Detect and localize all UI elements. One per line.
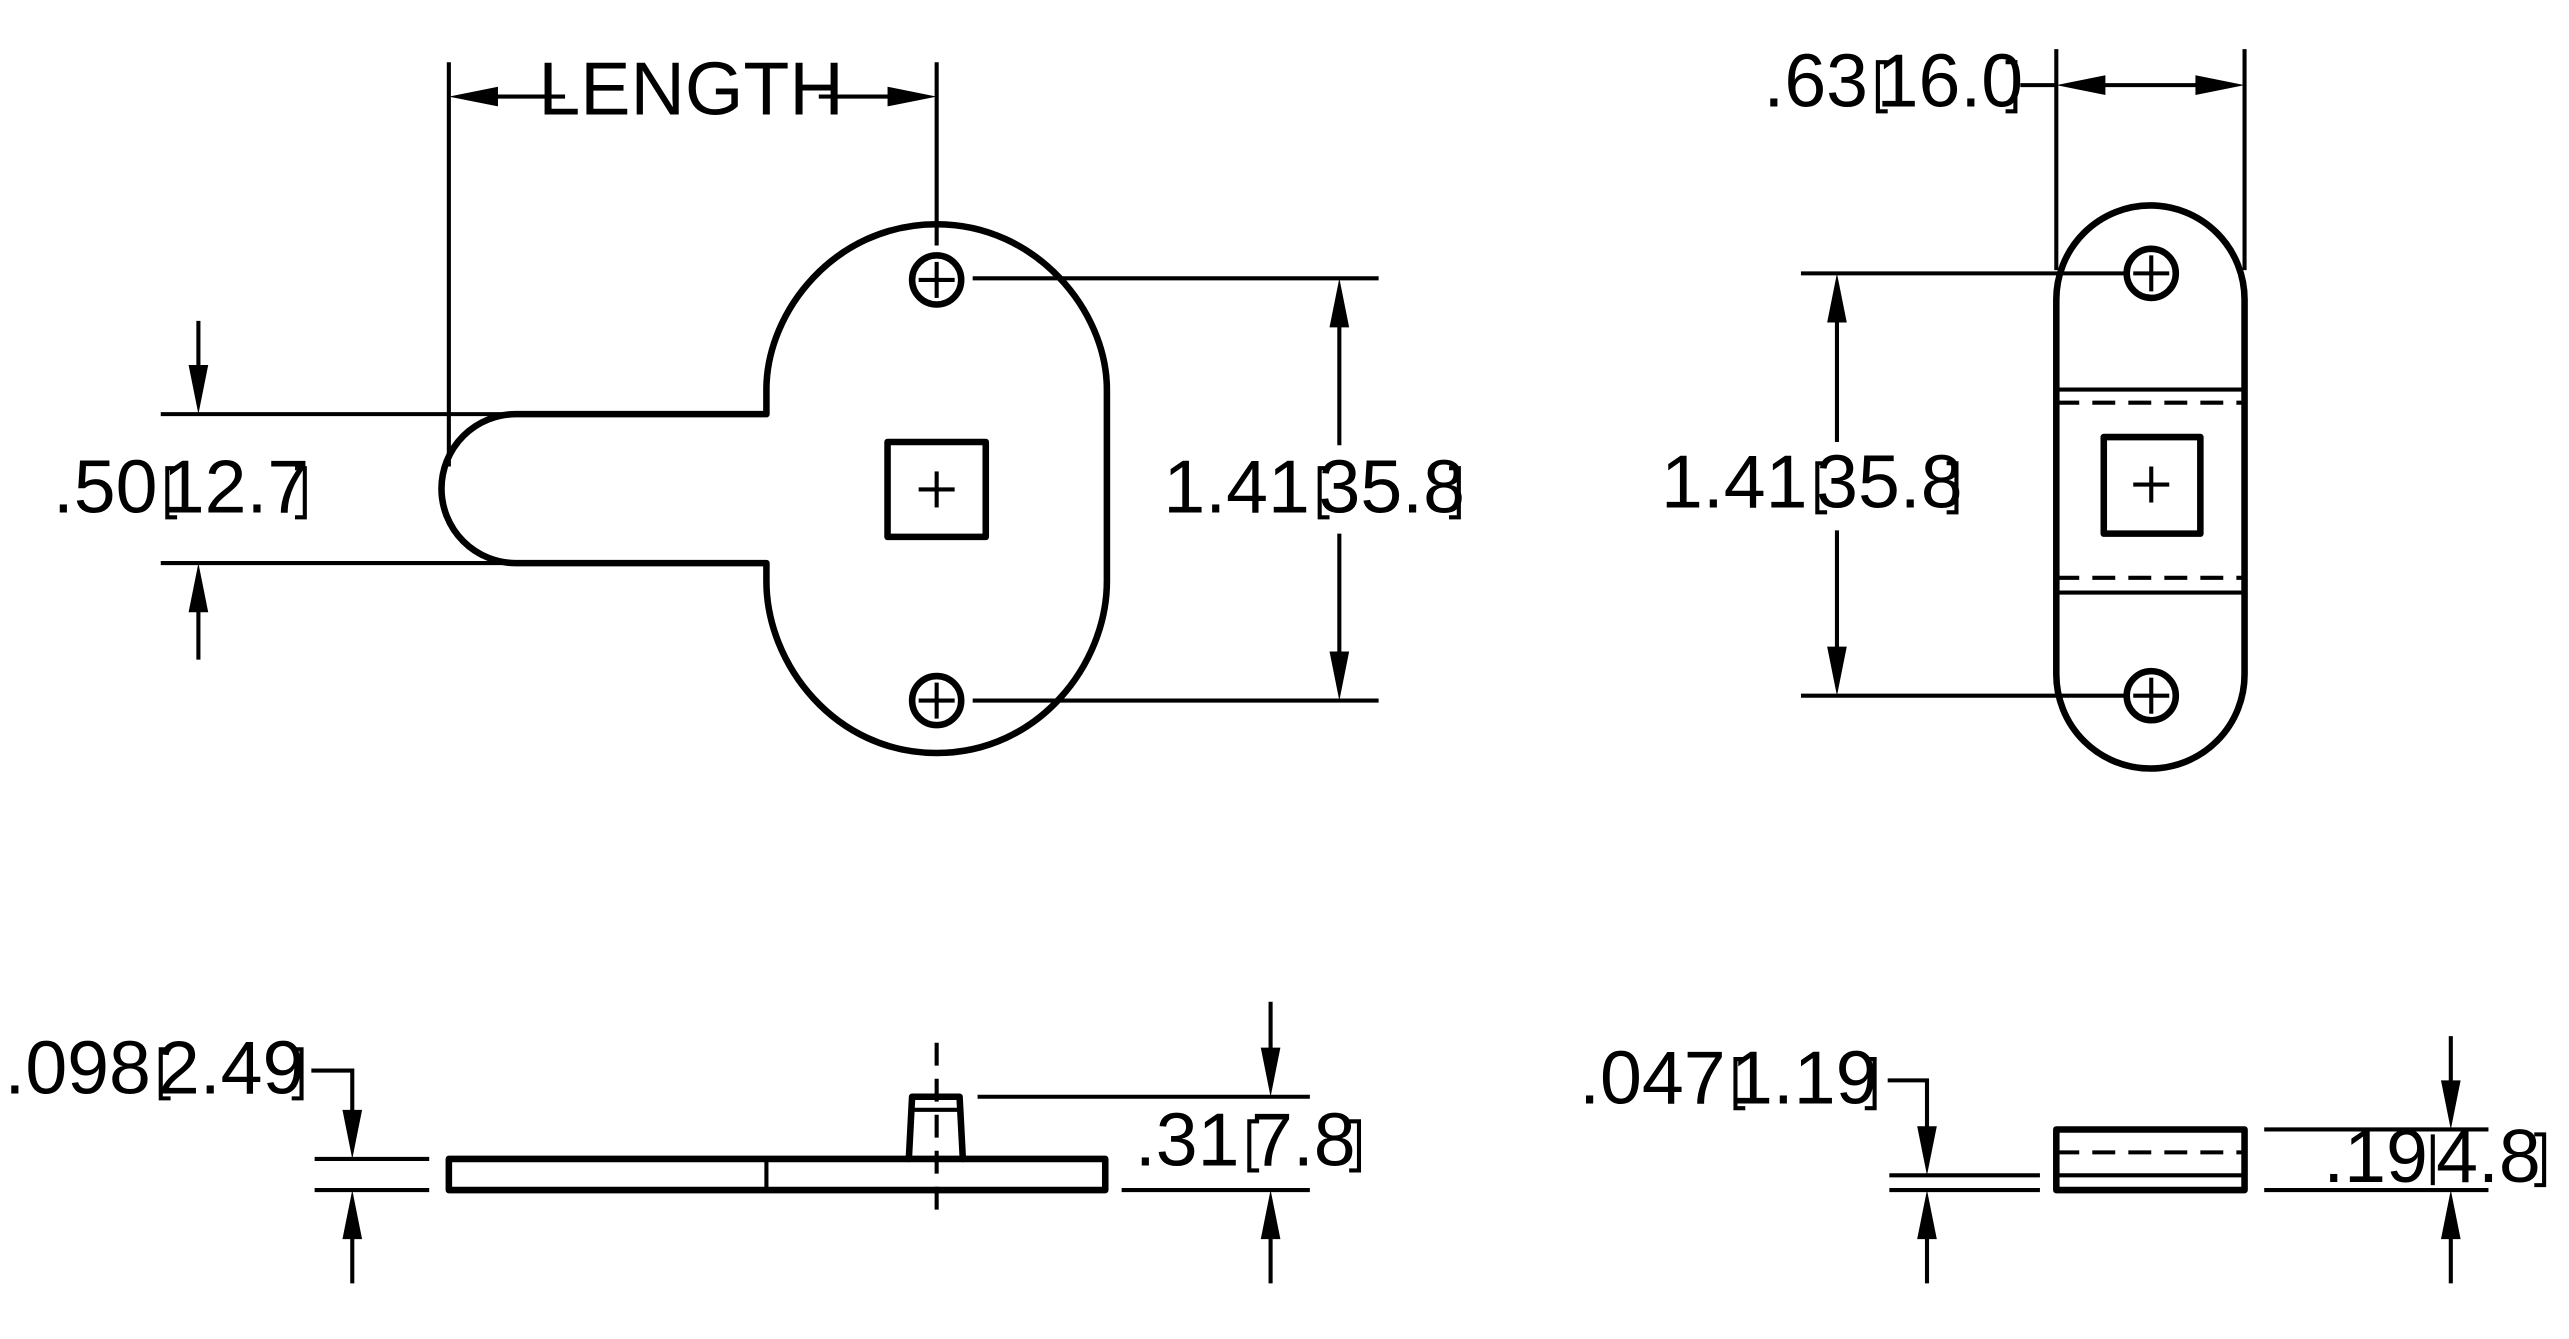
side-view-main: .098 2.49 .31 7.8: [4, 1001, 1362, 1284]
side-view-end: .047 1.19 .19 4.8: [1579, 1035, 2547, 1284]
main-plate-outline: [438, 220, 1111, 757]
width-top-mm: 12.7: [163, 444, 310, 528]
end-side-body: [2053, 1126, 2248, 1194]
end-width-mm: 16.0: [1877, 38, 2024, 122]
end-hole-top: [2123, 245, 2180, 302]
end-hole-bottom: [2123, 667, 2180, 724]
plate-thickness-dimension: .098 2.49: [4, 1025, 430, 1284]
top-view-main: LENGTH .50 12.7 1.41 35.8: [53, 47, 1465, 757]
hole-spacing-main-dimension: 1.41 35.8: [972, 276, 1465, 703]
overall-height-mm: 7.8: [1251, 1097, 1356, 1181]
end-height-dimension: .19 4.8: [2264, 1036, 2547, 1284]
overall-height-dimension: .31 7.8: [977, 1001, 1362, 1284]
end-view: .63 16.0 1.41 35.8: [1661, 38, 2248, 772]
end-height-inch: .19: [2323, 1114, 2428, 1198]
plate-thickness-mm: 2.49: [158, 1025, 305, 1109]
length-label: LENGTH: [538, 47, 843, 131]
hole-spacing-end-dimension: 1.41 35.8: [1661, 271, 2126, 698]
plate-thickness-inch: .098: [4, 1025, 151, 1109]
hole-spacing-main-mm: 35.8: [1318, 444, 1465, 528]
end-width-inch: .63: [1763, 38, 1868, 122]
end-width-dimension: .63 16.0: [1763, 38, 2247, 271]
end-plate-outline: [2053, 202, 2248, 772]
overall-height-inch: .31: [1135, 1097, 1240, 1181]
hole-spacing-end-inch: 1.41: [1661, 439, 1808, 523]
hole-top: [908, 252, 965, 308]
end-thickness-dimension: .047 1.19: [1579, 1035, 2040, 1284]
hole-bottom: [908, 672, 965, 729]
end-square-boss: [2100, 433, 2204, 537]
side-plate: [445, 1155, 1109, 1194]
hole-spacing-end-mm: 35.8: [1816, 439, 1963, 523]
end-height-mm: 4.8: [2436, 1114, 2541, 1198]
width-top-inch: .50: [53, 444, 158, 528]
hole-spacing-main-inch: 1.41: [1163, 444, 1310, 528]
length-dimension: LENGTH: [446, 47, 939, 467]
square-boss: [884, 438, 990, 541]
end-thickness-inch: .047: [1579, 1035, 1726, 1119]
width-top-dimension: .50 12.7: [53, 320, 516, 660]
end-thickness-mm: 1.19: [1731, 1035, 1878, 1119]
